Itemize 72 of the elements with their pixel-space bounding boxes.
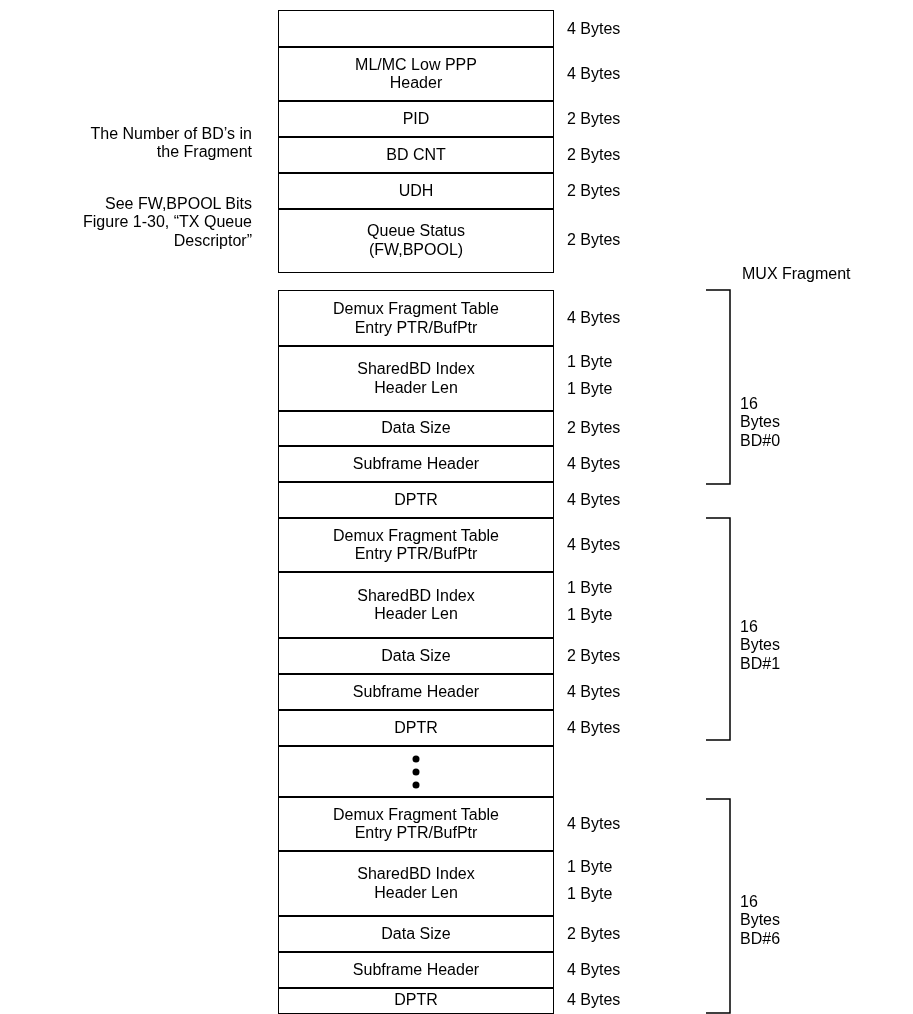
table-row (278, 445, 554, 483)
byte-size: 4 Bytes (567, 535, 621, 554)
field-name: Subframe Header (352, 454, 480, 474)
field-name: Queue Status (FW,BPOOL) (366, 222, 466, 259)
byte-size: 2 Bytes (567, 181, 621, 200)
byte-size: 4 Bytes (567, 814, 621, 833)
field-name: Demux Fragment Table Entry PTR/BufPtr (332, 526, 500, 564)
table-row (278, 951, 554, 989)
byte-size: 4 Bytes (567, 718, 621, 737)
byte-size: 2 Bytes (567, 109, 621, 128)
table-row (278, 208, 554, 273)
table-row (278, 637, 554, 675)
table-row (278, 481, 554, 519)
field-name: DPTR (394, 718, 438, 738)
table-row (278, 410, 554, 447)
byte-size: 1 Byte (567, 579, 613, 598)
bracket-label: 16 Bytes BD#6 (740, 893, 782, 949)
field-name: Data Size (381, 419, 451, 438)
field-name: Data Size (381, 646, 451, 666)
field-name: Demux Fragment Table Entry PTR/BufPtr (332, 805, 500, 843)
byte-size: 2 Bytes (567, 924, 621, 943)
byte-size: 2 Bytes (567, 231, 621, 250)
field-name: SharedBD Index Header Len (356, 360, 476, 397)
field-name: Subframe Header (352, 682, 480, 702)
table-row (278, 345, 554, 412)
field-name: Data Size (381, 924, 451, 944)
byte-size: 2 Bytes (567, 646, 621, 665)
byte-size: 1 Byte (567, 380, 613, 399)
byte-size: 2 Bytes (567, 419, 621, 438)
byte-size: 1 Byte (567, 606, 613, 625)
byte-size: 4 Bytes (567, 19, 621, 38)
byte-size: 2 Bytes (567, 145, 621, 164)
table-row (278, 290, 554, 347)
group-label: MUX Fragment (742, 265, 851, 284)
field-name: SharedBD Index Header Len (356, 865, 476, 902)
table-row (278, 100, 554, 138)
table-row (278, 571, 554, 639)
table-row (278, 172, 554, 210)
table-row (278, 709, 554, 747)
table-row (278, 796, 554, 852)
note-text: The Number of BD’s in the Fragment (89, 125, 252, 162)
table-row (278, 10, 554, 48)
table-row (278, 517, 554, 573)
field-name: ML/MC Low PPP Header (354, 55, 478, 93)
byte-size: 4 Bytes (567, 490, 621, 509)
byte-size: 4 Bytes (567, 682, 621, 701)
field-name: Demux Fragment Table Entry PTR/BufPtr (332, 300, 500, 337)
byte-size: 1 Byte (567, 885, 613, 904)
byte-size: 1 Byte (567, 353, 613, 372)
byte-size: 4 Bytes (567, 991, 621, 1010)
table-row (278, 46, 554, 102)
byte-size: 4 Bytes (567, 454, 621, 473)
field-name: SharedBD Index Header Len (356, 586, 476, 624)
field-name: BD CNT (386, 145, 446, 165)
table-row (278, 915, 554, 953)
byte-size: 4 Bytes (567, 309, 621, 328)
table-row (278, 850, 554, 917)
byte-size: 4 Bytes (567, 64, 621, 83)
table-row (278, 745, 554, 798)
table-row (278, 673, 554, 711)
note-text: See FW,BPOOL Bits Figure 1-30, “TX Queue Descriptor” (82, 195, 252, 251)
bracket-label: 16 Bytes BD#0 (740, 395, 782, 451)
byte-size: 4 Bytes (567, 960, 621, 979)
field-name: DPTR (394, 490, 438, 510)
bracket-label: 16 Bytes BD#1 (740, 618, 782, 674)
table-row (278, 136, 554, 174)
field-name: UDH (398, 181, 434, 201)
field-name: Subframe Header (352, 960, 480, 980)
field-name: DPTR (394, 991, 438, 1010)
byte-size: 1 Byte (567, 858, 613, 877)
field-name: PID (402, 109, 430, 129)
table-row (278, 987, 554, 1014)
